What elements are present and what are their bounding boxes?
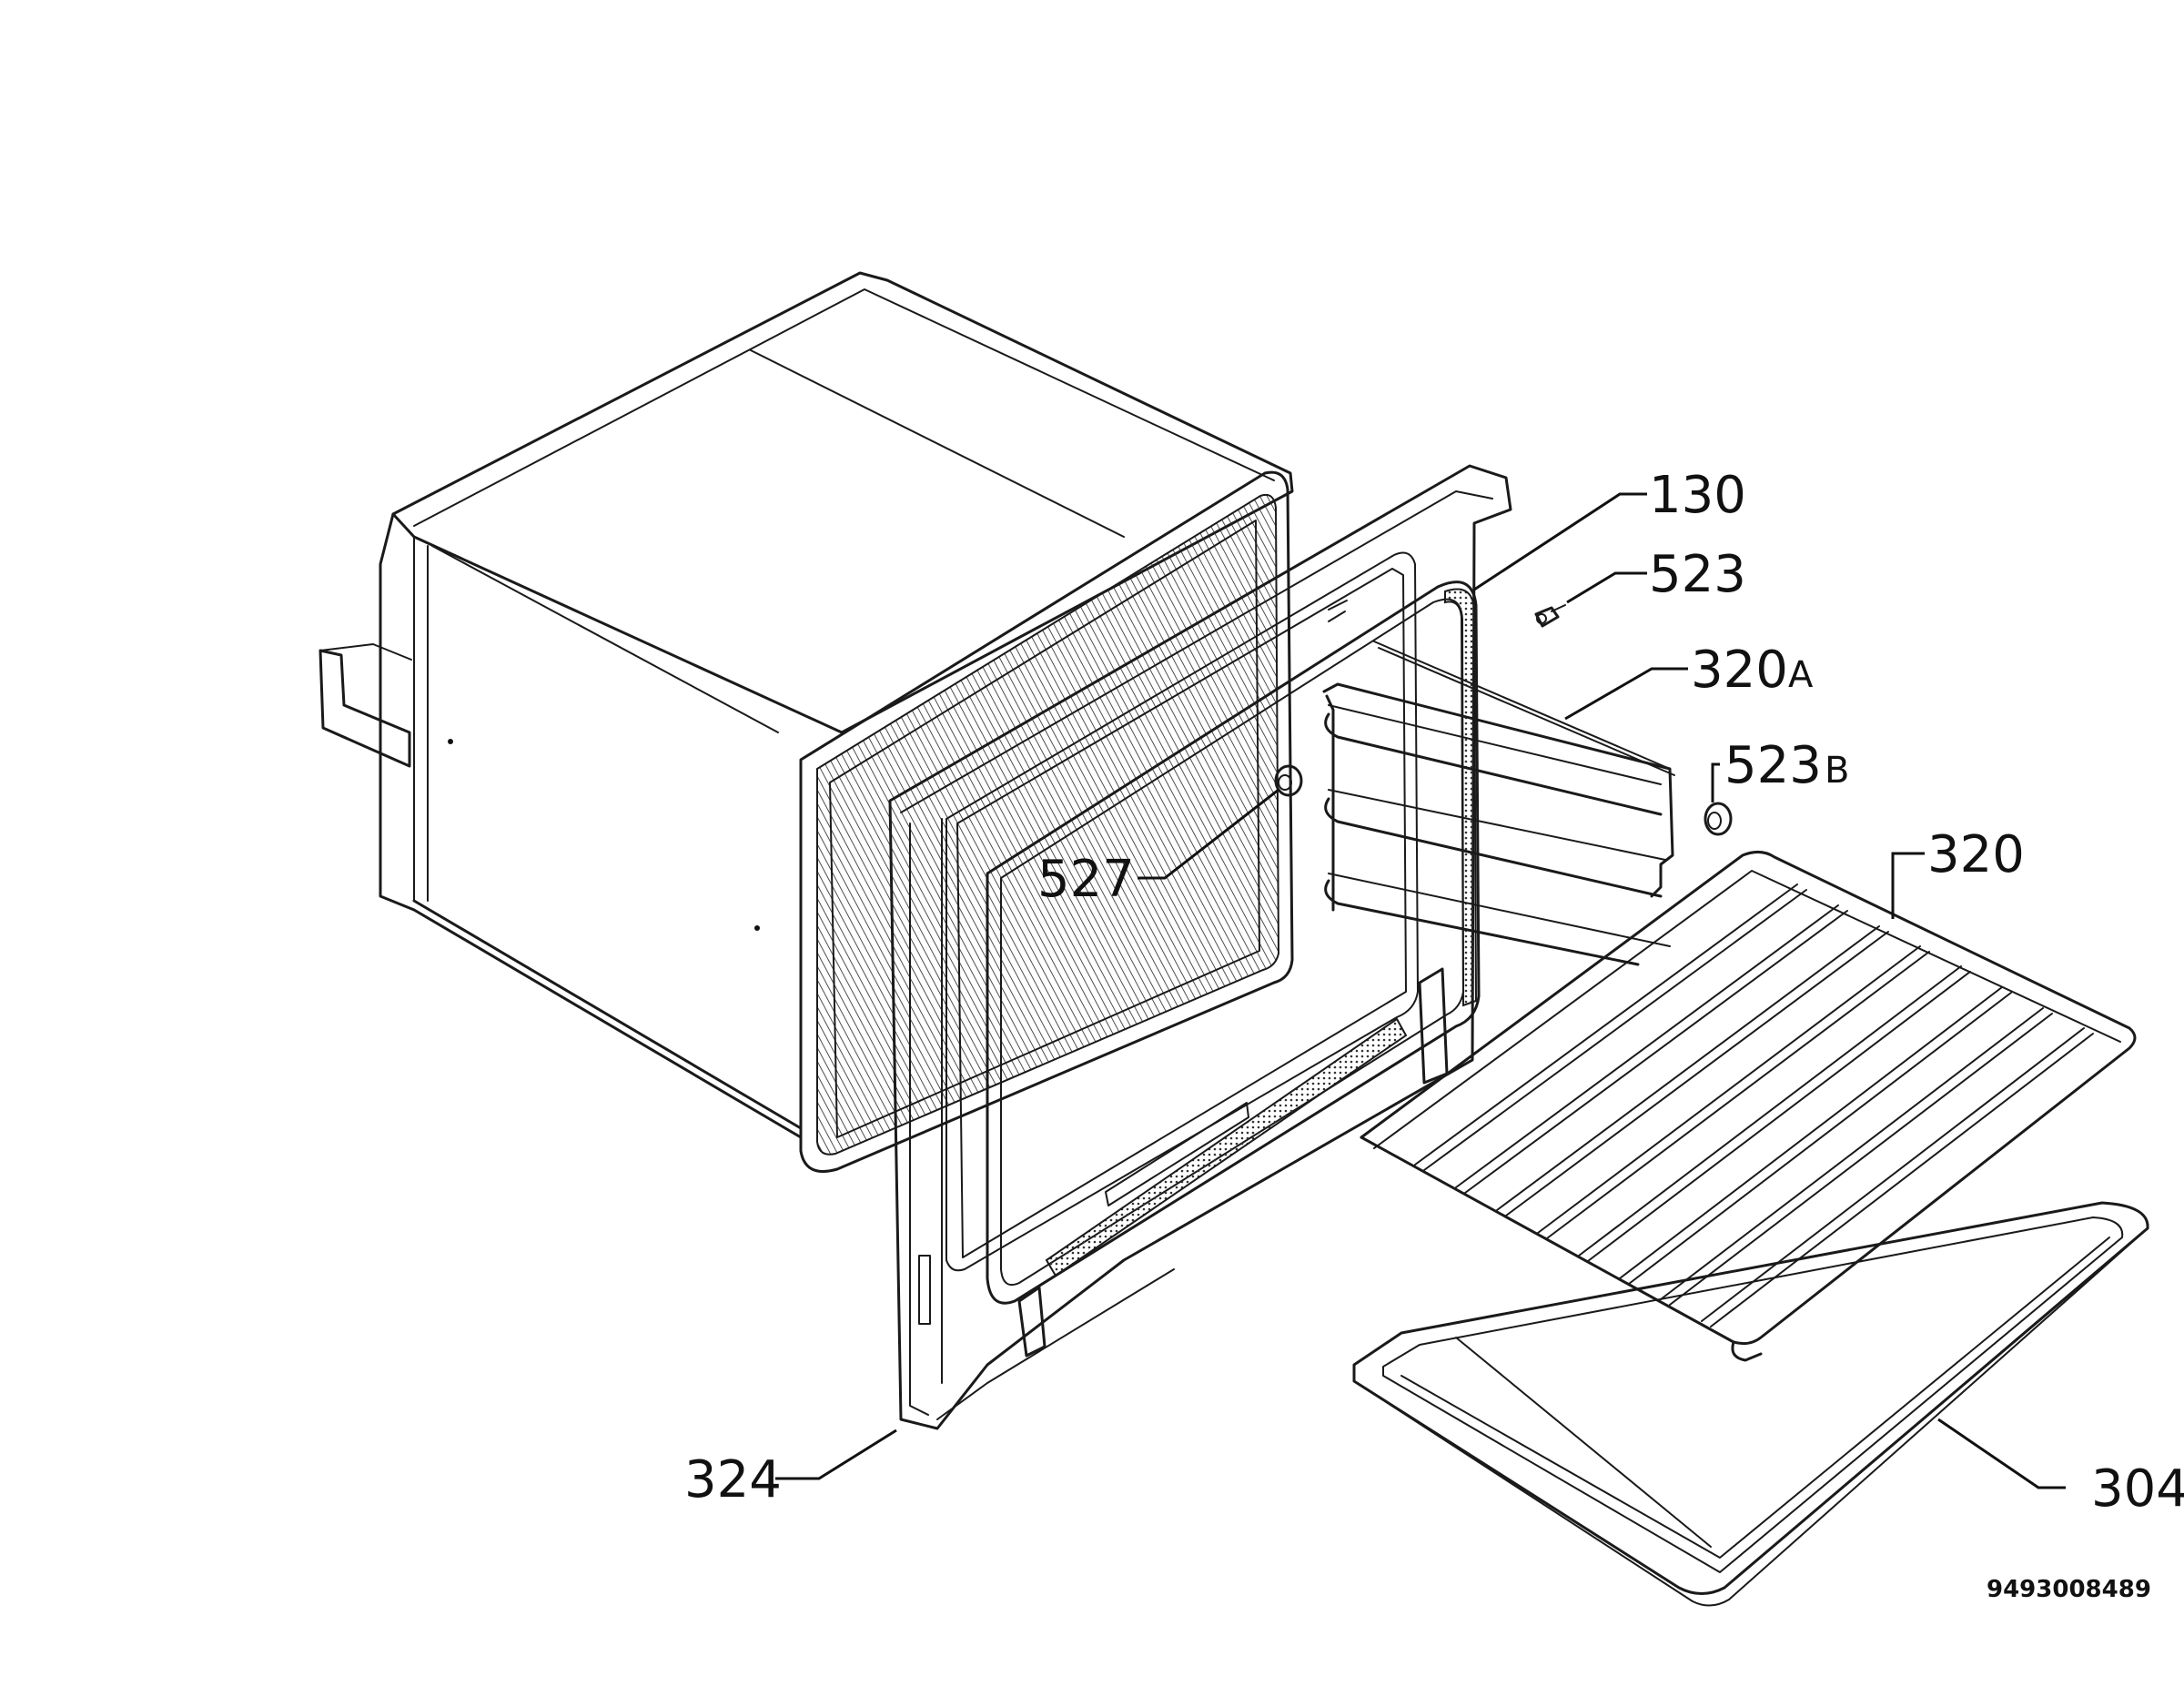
callout-324: 324 [684, 1450, 782, 1509]
callout-320a: 320 A [1691, 641, 1814, 700]
oven-cavity-box [318, 271, 1294, 1173]
callout-523b: 523 B [1724, 736, 1849, 795]
wire-shelf-320 [1360, 851, 2137, 1362]
callout-130: 130 [1649, 466, 1746, 525]
drawing-number: 9493008489 [1987, 1576, 2151, 1603]
callout-304-number: 304 [2091, 1459, 2184, 1519]
callout-130-number: 130 [1649, 466, 1746, 525]
callout-523-number: 523 [1649, 545, 1746, 604]
callout-527: 527 [1037, 850, 1135, 909]
callout-527-number: 527 [1037, 850, 1135, 909]
callout-320a-number: 320 [1691, 641, 1788, 700]
callout-324-number: 324 [684, 1450, 782, 1509]
front-frame-324 [888, 464, 1512, 1430]
callout-320: 320 [1927, 825, 2025, 884]
callout-320-number: 320 [1927, 825, 2025, 884]
callout-523: 523 [1649, 545, 1746, 604]
shelf-support-320a [1322, 641, 1675, 966]
callout-523b-number: 523 [1724, 736, 1822, 795]
leader-lines [775, 492, 2066, 1489]
callout-320a-suffix: A [1788, 654, 1814, 696]
baking-tray-304 [1352, 1201, 2149, 1607]
screw-523 [1534, 604, 1566, 628]
lamp-527 [1274, 764, 1303, 797]
callout-304: 304 [2091, 1459, 2184, 1519]
cap-523b [1704, 802, 1733, 836]
callout-523b-suffix: B [1825, 750, 1849, 792]
